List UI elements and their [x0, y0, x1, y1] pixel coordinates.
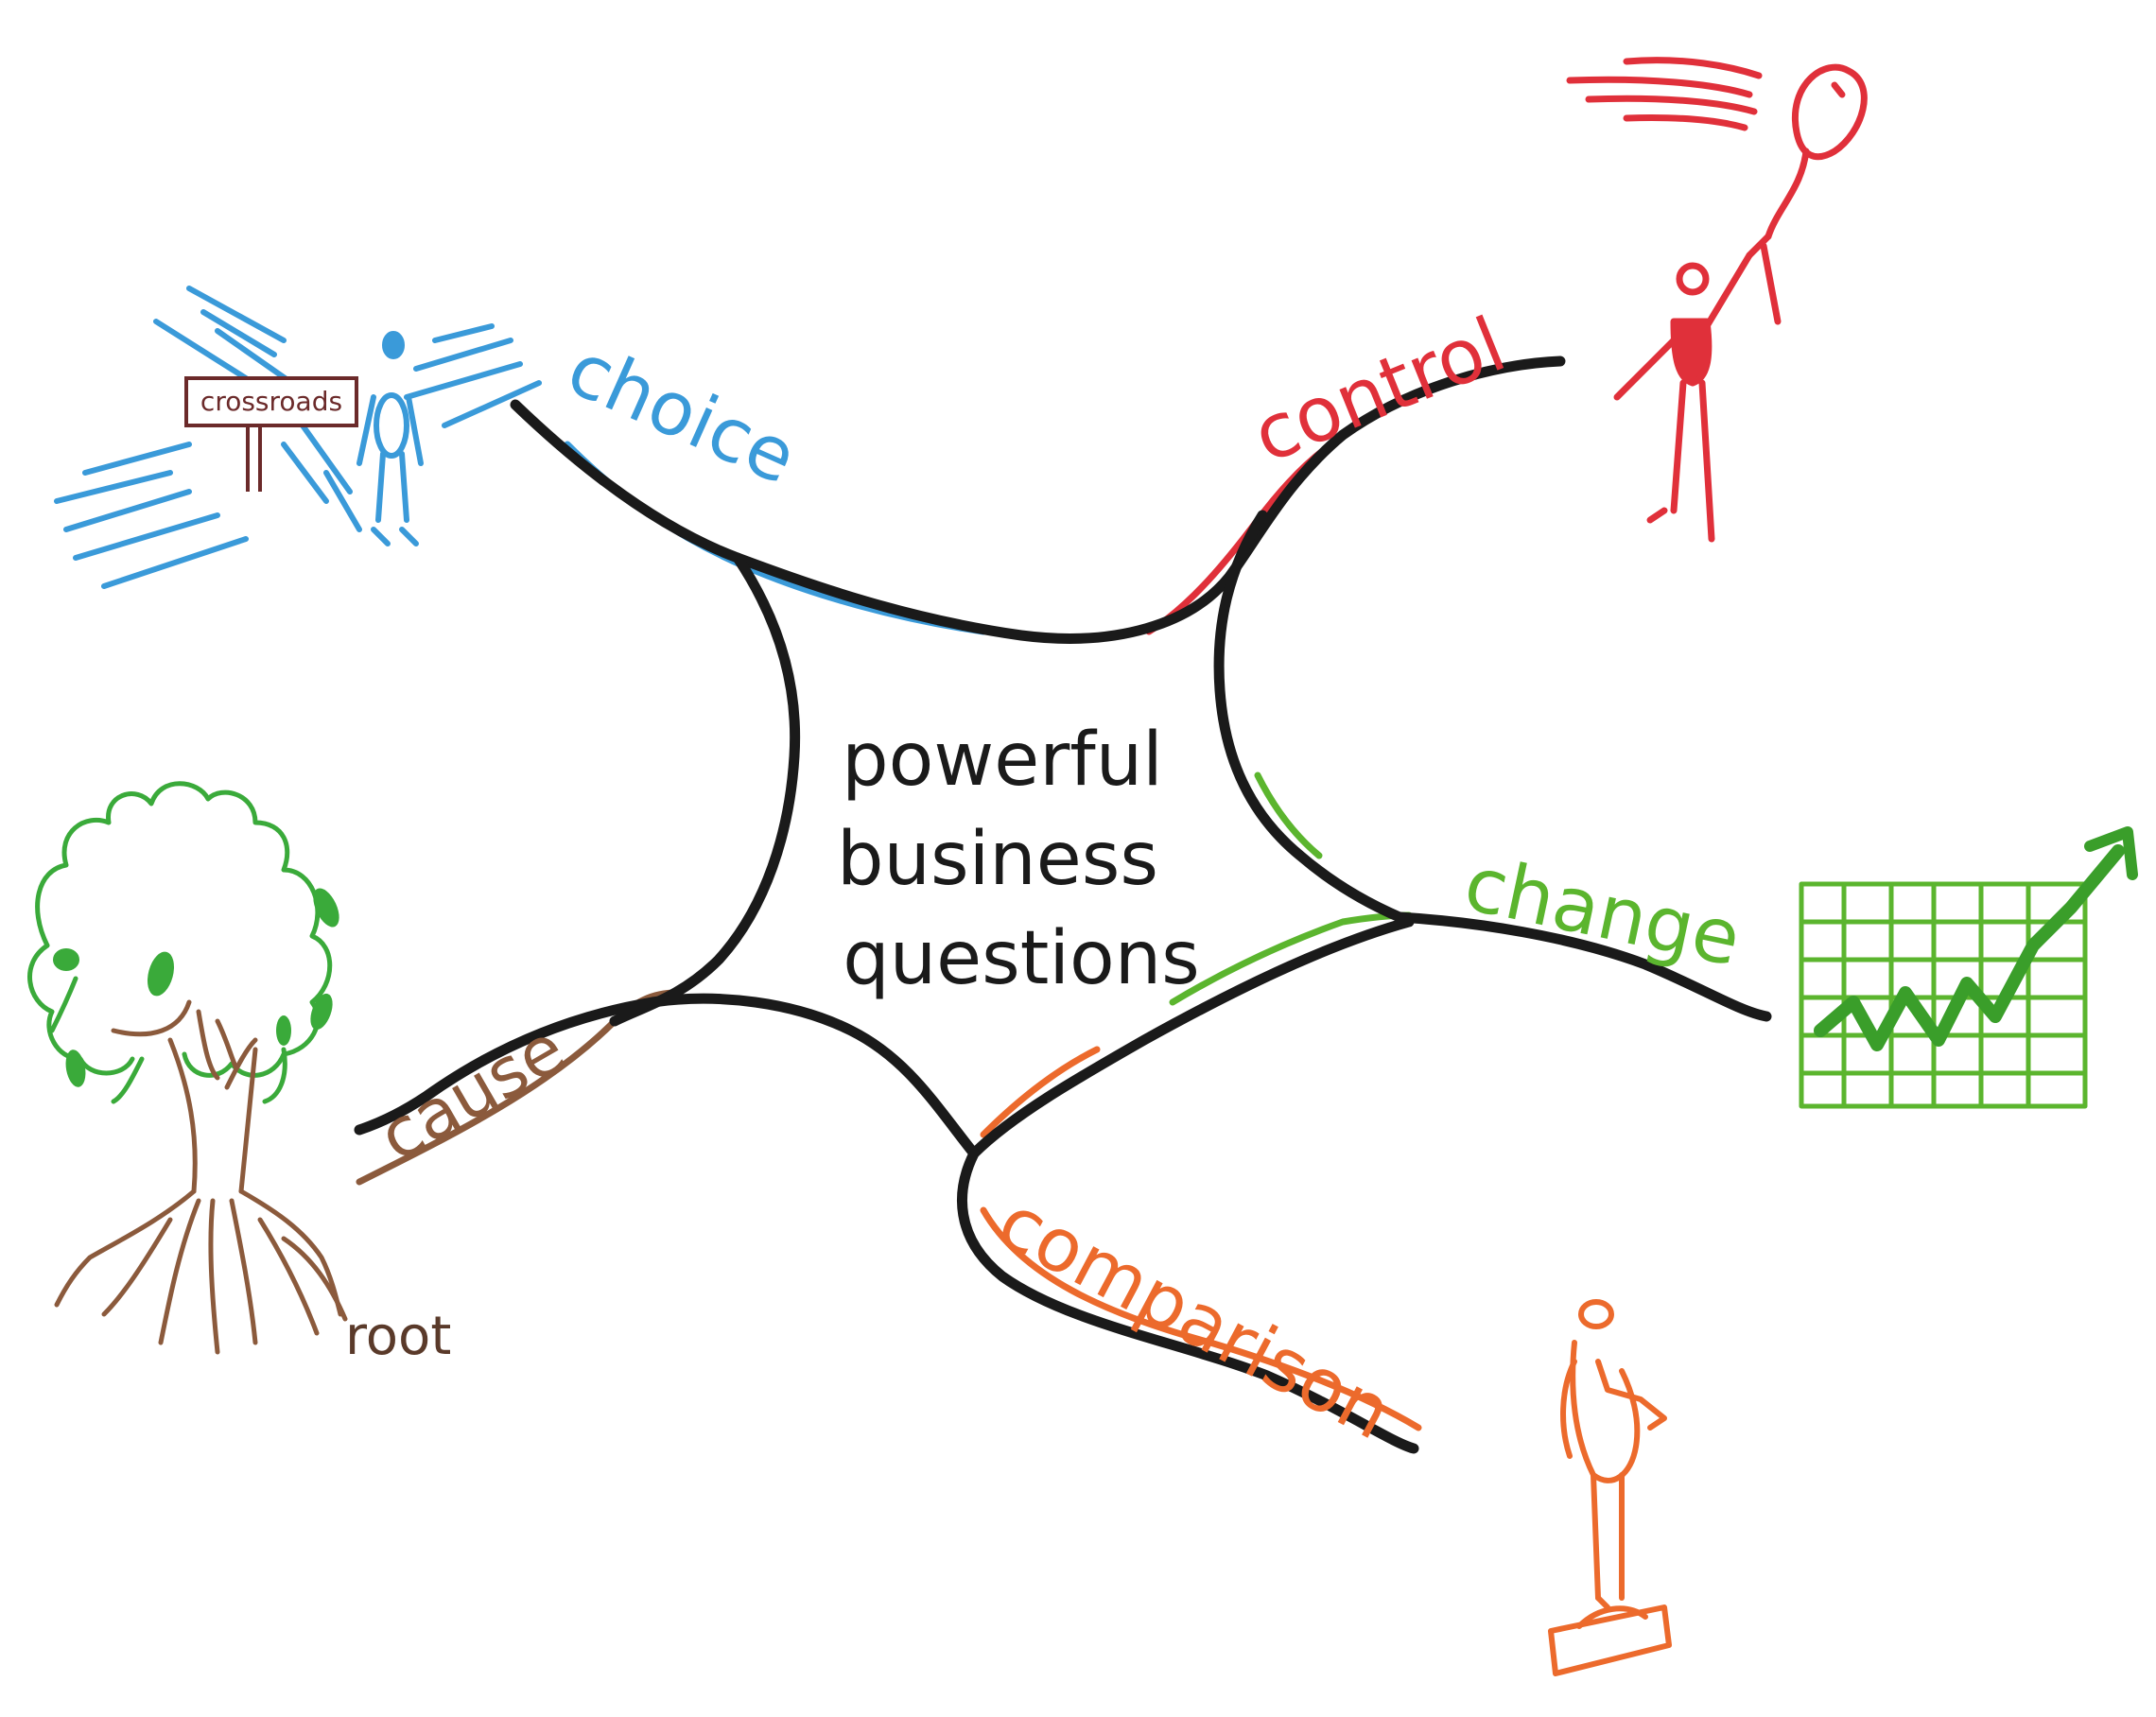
crossroads-sign-text: crossroads: [200, 386, 342, 417]
center-line-2: business: [837, 817, 1158, 902]
change-underline-top: [1254, 772, 1323, 859]
comparison-underline-bottom: [980, 1206, 1422, 1431]
branch-label-change: change: [1457, 840, 1747, 983]
branch-comparison-line: [957, 1148, 1419, 1454]
growth-chart-icon: [1799, 826, 2138, 1109]
central-node-outline: [354, 356, 1772, 1454]
branch-label-comparison: comparison: [984, 1179, 1404, 1456]
center-line-1: powerful: [842, 718, 1163, 803]
central-node-text: powerful business questions: [837, 718, 1200, 1001]
balloon-person-icon: [1566, 57, 1868, 543]
comparison-underline-top: [980, 1046, 1101, 1138]
person-on-scale-icon: [1548, 1299, 1672, 1676]
branch-change-line: [1394, 911, 1772, 1022]
center-line-3: questions: [843, 916, 1200, 1001]
crossroads-person-icon: crossroads: [54, 286, 542, 589]
branch-cause-inner: [354, 993, 980, 1159]
branch-label-cause: cause: [366, 1008, 579, 1176]
branch-change-inner: [968, 916, 1415, 1159]
branch-label-control: control: [1241, 301, 1517, 480]
branch-control-inner: [1213, 510, 1405, 923]
tree-roots-icon: root: [27, 781, 451, 1367]
root-label: root: [345, 1306, 451, 1367]
branch-left-inner: [609, 552, 801, 1027]
branch-choice-line: [510, 356, 1566, 644]
